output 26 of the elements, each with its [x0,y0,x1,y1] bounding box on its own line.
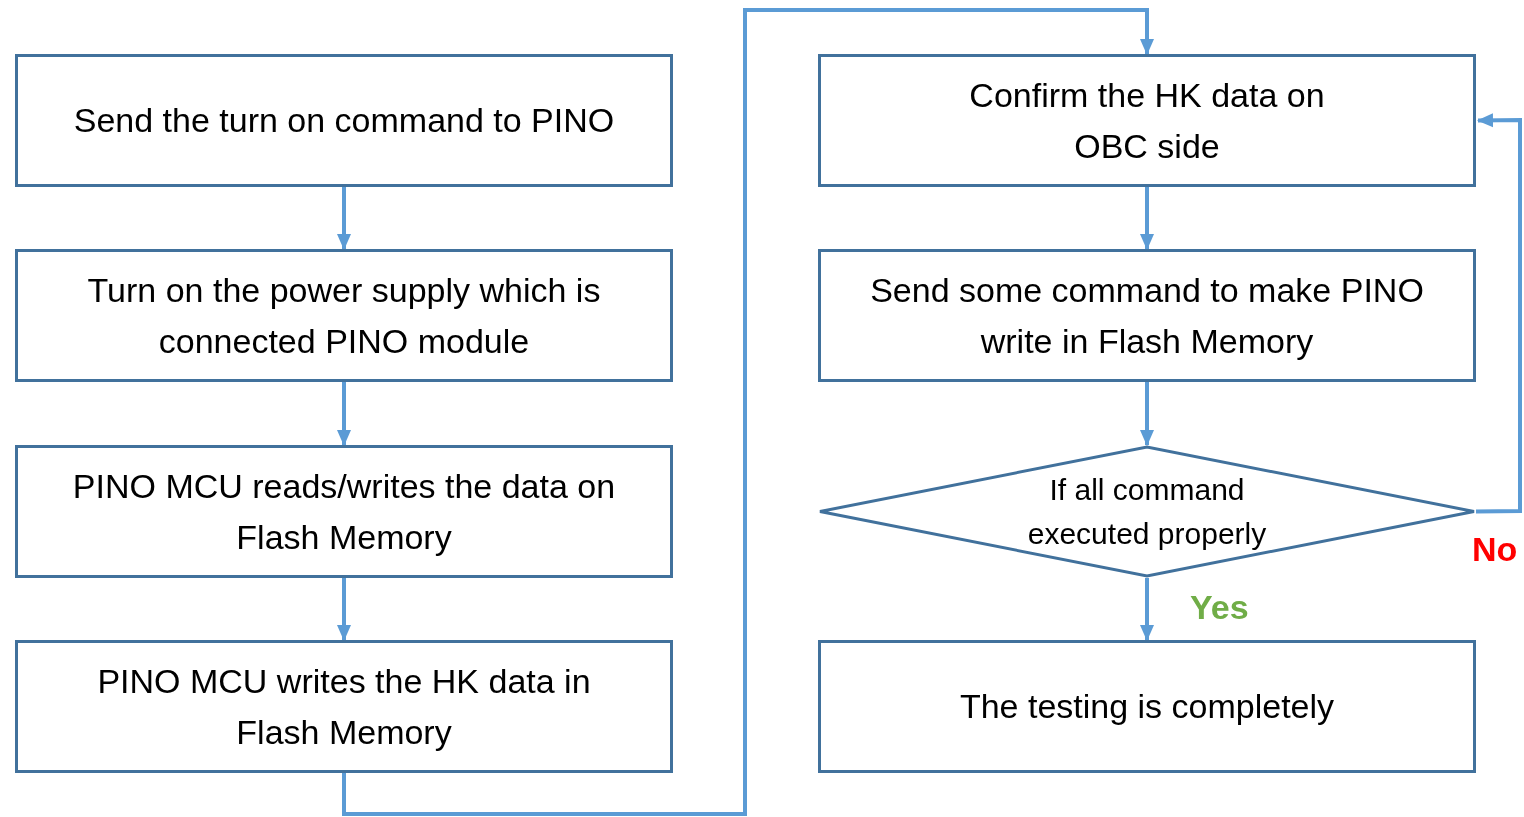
edge-label: No [1472,532,1518,566]
node-text: Send the turn on command to PINO [73,100,615,141]
node-text: PINO MCU reads/writes the data on Flash Memory [71,465,617,558]
arrow [342,8,1154,816]
node-text: Turn on the power supply which is connected PINO module [86,269,602,362]
node-text: The testing is completely [959,686,1335,727]
decision-diamond [818,445,1476,578]
arrow [1140,382,1154,446]
process-box [818,54,1476,187]
process-box [15,54,673,187]
process-box [818,640,1476,773]
arrow [1140,187,1154,250]
arrow [337,187,351,250]
process-box [15,249,673,382]
process-box [15,445,673,578]
node-text: If all command executed properly [1026,471,1268,552]
edge-label: Yes [1190,590,1249,624]
node-text: PINO MCU writes the HK data in Flash Memory [96,660,592,753]
node-text: Confirm the HK data on OBC side [968,74,1326,167]
node-text: Send some command to make PINO write in Flash Memory [869,269,1425,362]
arrow [1475,113,1522,514]
process-box [818,249,1476,382]
arrow [1140,578,1154,641]
arrow [337,578,351,641]
arrow [337,382,351,446]
process-box [15,640,673,773]
